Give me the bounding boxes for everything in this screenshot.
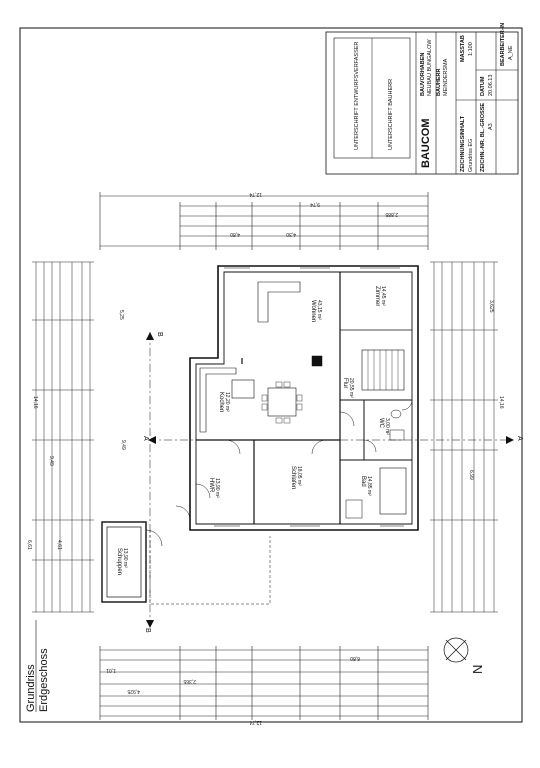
scale-value: 1:100 [468,42,474,56]
dim-total-left: 14,16 [32,396,38,409]
dim-total-right: 14,16 [498,396,504,409]
dim-top-right: 2,885 [385,211,398,217]
dimension-labels: 12,74 9,74 2,885 4,30 4,80 12,74 6,80 4,… [26,191,504,725]
room-name-wohnen: Wohnen [310,300,316,322]
room-name-bad: Bad [360,476,366,487]
room-name-kochen: Kochen [218,392,224,412]
room-area-wc: 3,00 m² [384,418,390,435]
room-area-schlafen: 18,05 m² [296,466,302,486]
scale-label: MASSTAB [460,35,466,62]
dim-right-b: 3,625 [488,300,494,313]
dim-left-d: 5,25 [118,310,124,320]
section-b-bottom: B [144,628,151,633]
sheet-frame [19,27,523,723]
room-area-kochen: 12,20 m² [224,392,230,412]
signature-client-label: UNTERSCHRIFT BAUHERR [388,79,394,150]
room-name-schuppen: Schuppen [116,548,122,575]
room-area-wohnen: 43,15 m² [316,300,322,320]
editor-label: BEARBEITER-IN [500,23,506,66]
dim-left-b: 6,61 [26,540,32,550]
room-area-hwr: 13,90 m² [214,478,220,498]
title-block: UNTERSCHRIFT ENTWURFSVERFASSER UNTERSCHR… [325,23,519,175]
dim-left-e: 9,49 [120,440,126,450]
project-name: NEUBAU BUNGALOW [427,39,433,96]
sheet-size: A3 [488,123,494,130]
title-line-2: Erdgeschoss [38,648,50,712]
drawing-title: Grundriss Erdgeschoss [25,620,50,712]
editor-value: A_NE [508,45,514,60]
dimension-lines [32,192,498,720]
room-area-zimmer: 14,45 m² [380,286,386,306]
dim-left-c: 4,61 [56,540,62,550]
dim-total-top: 12,74 [249,191,262,197]
signature-designer-label: UNTERSCHRIFT ENTWURFSVERFASSER [354,42,360,150]
drawing-number-label: ZEICHN.-NR. BL.-GROSSE [480,103,486,172]
dim-interior-b: 4,80 [230,231,240,237]
date-label: DATUM [480,76,486,96]
project-label: BAUVORHABEN [420,53,426,96]
room-name-zimmer: Zimmer [374,286,380,306]
dim-right-c: 6,99 [468,470,474,480]
title-line-1: Grundriss [25,664,37,712]
drawing-content: Grundriss EG [468,139,474,172]
section-a-right: A [516,436,523,441]
drawing-content-label: ZEICHNUNGSINHALT [460,115,466,172]
dim-total-bottom: 12,74 [249,719,262,725]
north-arrow: N [443,637,485,674]
room-name-hwr: HWR [208,478,214,493]
room-area-bad: 14,85 m² [366,476,372,496]
room-area-flur: 20,55 m² [348,378,354,398]
dim-bottom-c: 2,365 [183,678,196,684]
room-name-flur: Flur [342,378,348,388]
client-name: MEINDERSMA [443,58,449,96]
dim-left-a: 9,49 [48,456,54,466]
client-label: BAUHERR [436,68,442,96]
room-labels: Wohnen 43,15 m² Zimmer 14,45 m² Kochen 1… [116,286,390,575]
dim-bottom-a: 6,80 [350,655,360,661]
room-name-schlafen: Schlafen [290,466,296,489]
section-b-top: B [156,332,163,337]
north-label: N [470,665,485,674]
dim-interior-a: 4,30 [286,231,296,237]
dim-bottom-b: 4,925 [127,688,140,694]
dim-bottom-d: 1,01 [106,667,116,673]
section-markers: B B A A [142,332,523,633]
section-a-left: A [142,436,149,441]
building-walls [101,265,419,605]
dim-top-mid: 9,74 [310,201,320,207]
room-area-schuppen: 13,90 m² [122,548,128,568]
company-logo: BAUCOM [420,119,432,169]
room-name-wc: WC [378,418,384,429]
date-value: 20.06.13 [488,75,494,96]
